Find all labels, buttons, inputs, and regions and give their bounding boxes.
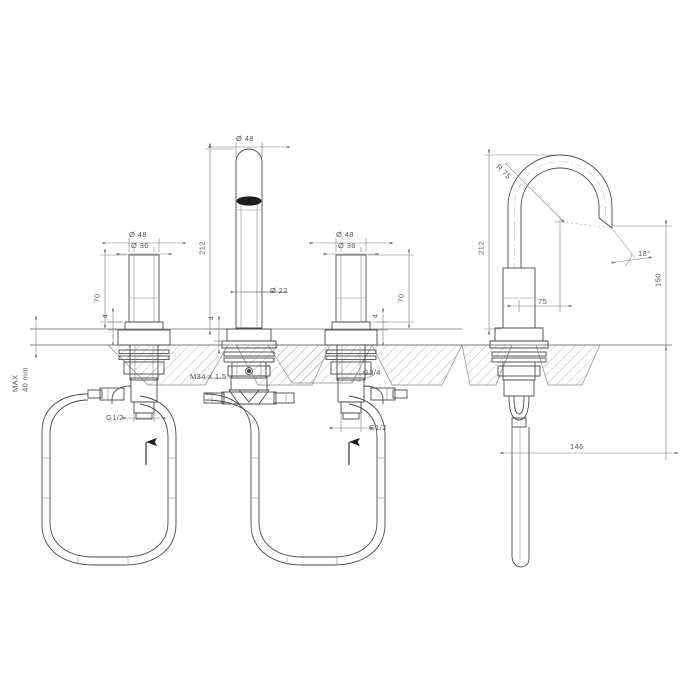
dim-spout-base-height: 4 xyxy=(206,315,216,321)
dim-spout-height: 212 xyxy=(197,241,207,255)
right-handle-front xyxy=(324,254,408,420)
label-spout-thread: M34 x 1.5 xyxy=(190,372,227,381)
dim-right-handle-inner-diameter: Ø 36 xyxy=(338,241,356,250)
label-right-valve-thread: G3/4 xyxy=(363,368,381,377)
spout-front xyxy=(203,148,295,405)
countertop-hatch-front xyxy=(107,344,463,386)
right-hose-loop xyxy=(204,393,386,566)
dim-left-handle-inner-diameter: Ø 36 xyxy=(131,241,149,250)
dim-left-handle-height: 70 xyxy=(92,293,102,303)
label-right-hose-thread: G1/2 xyxy=(369,423,387,432)
dim-side-height: 212 xyxy=(476,241,486,255)
dim-spout-diameter-top: Ø 48 xyxy=(236,134,254,143)
dim-right-handle-outer-diameter: Ø 48 xyxy=(336,230,354,239)
dimensions-front xyxy=(30,142,414,432)
dim-spout-tube-diameter: Ø 22 xyxy=(270,286,288,295)
dim-max-thickness-units: 40 mm xyxy=(20,367,30,392)
countertop-hatch-side xyxy=(461,344,601,386)
dim-left-handle-base-height: 4 xyxy=(100,313,110,319)
dim-side-offset: 75 xyxy=(538,297,548,306)
dim-side-angle: 18° xyxy=(638,249,651,258)
dimensions-side xyxy=(484,149,678,460)
dim-side-outlet-height: 150 xyxy=(653,273,663,287)
dim-right-handle-height: 70 xyxy=(396,293,406,303)
dim-left-handle-outer-diameter: Ø 48 xyxy=(129,230,147,239)
dim-right-handle-base-height: 4 xyxy=(370,313,380,319)
label-left-hose-thread: G1/2 xyxy=(106,413,124,422)
left-hose-loop xyxy=(41,393,177,566)
dim-side-hose-length: 146 xyxy=(570,442,584,451)
dim-max-thickness: MAX xyxy=(10,374,20,392)
